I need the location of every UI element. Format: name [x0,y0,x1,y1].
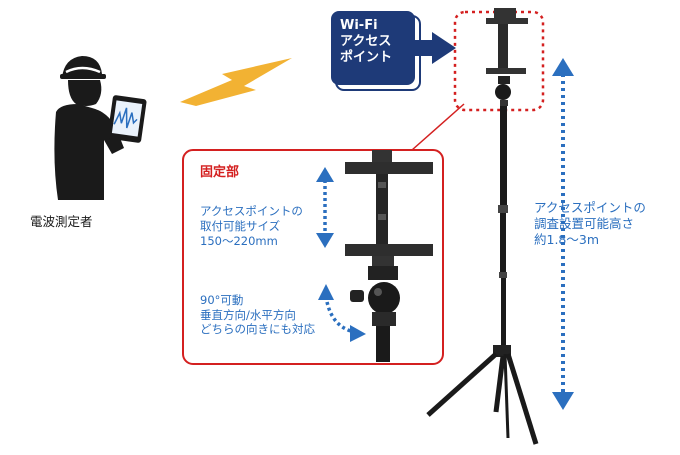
surveyor-person-icon [54,56,124,200]
rotation-arrow [318,284,366,342]
installable-height-label: アクセスポイントの 調査設置可能高さ 約1.8～3m [534,200,646,248]
mountable-size-label: アクセスポイントの 取付可能サイズ 150～220mm [200,204,303,249]
size-line-1: アクセスポイントの [200,204,303,218]
callout-leader-line [411,103,465,151]
access-point-label: Wi-Fi アクセス ポイント [340,18,412,82]
access-point-callout [331,11,456,91]
rotation-line-1: 90°可動 [200,293,244,307]
height-line-2: 調査設置可能高さ [534,216,635,231]
rotation-line-2: 垂直方向/水平方向 [200,307,296,322]
surveyor-label: 電波測定者 [30,214,93,229]
ap-label-line-3: ポイント [340,50,393,65]
ap-holder-clamp-icon [345,150,433,266]
wireless-lightning-icon [180,58,292,106]
ap-pointer-arrow [414,32,456,64]
holder-highlight-box [453,10,545,112]
height-line-3: 約1.8～3m [534,232,600,247]
ap-label-line-2: アクセス [340,34,392,49]
height-arrow [552,58,574,410]
fixed-part-title: 固定部 [200,165,240,180]
tablet-icon [107,95,147,143]
size-line-2: 取付可能サイズ [200,219,281,233]
rotation-label: 90°可動 垂直方向/水平方向 どちらの向きにも対応 [200,293,315,337]
ap-label-line-1: Wi-Fi [340,18,378,33]
ball-head-icon [350,266,400,362]
height-line-1: アクセスポイントの [534,200,646,215]
size-line-3: 150～220mm [200,234,278,248]
tripod-stand-icon [426,8,539,445]
rotation-line-3: どちらの向きにも対応 [200,322,315,336]
size-arrow [316,167,334,248]
